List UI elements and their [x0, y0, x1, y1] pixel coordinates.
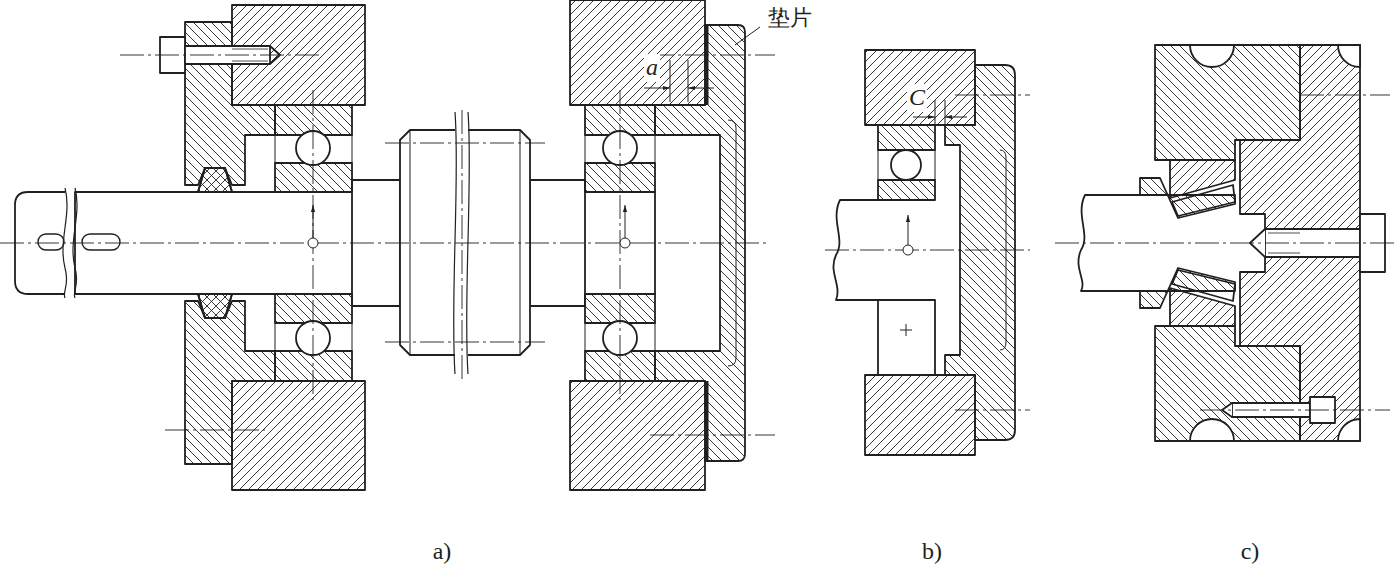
- housing: [232, 381, 365, 490]
- housing: [865, 50, 975, 455]
- felt-seal: [198, 168, 232, 192]
- dimension-label: a: [644, 54, 660, 82]
- view-label: a): [431, 538, 454, 566]
- figure-c: [1055, 45, 1395, 441]
- outline-notch: [1190, 419, 1234, 441]
- outline-notch: [1190, 45, 1234, 67]
- view-label: b): [920, 538, 944, 566]
- figure-a: [0, 0, 775, 490]
- shaft: [82, 234, 120, 250]
- tapered-roller-bearing: [1140, 178, 1235, 218]
- outline-notch: [1338, 419, 1360, 441]
- outline-notch: [1338, 45, 1360, 67]
- center-line: [313, 90, 620, 400]
- dimension-line: [644, 88, 670, 89]
- center-line: [0, 243, 770, 244]
- ball-bearing: [878, 180, 935, 200]
- dimension-label: C: [907, 84, 927, 112]
- dimension-line: [935, 100, 945, 125]
- dimension-line: [945, 117, 967, 118]
- part-label: 垫片: [766, 5, 814, 30]
- ball-bearing: [900, 324, 912, 336]
- leader-line: [735, 27, 760, 45]
- center-line: [1055, 95, 1395, 410]
- ball-bearing: [878, 150, 935, 180]
- felt-seal: [198, 294, 232, 318]
- ball-bearing: [878, 300, 935, 375]
- rotation-mark: [308, 238, 318, 248]
- end-cap: [945, 65, 1015, 440]
- housing: [570, 381, 705, 490]
- center-line: [1055, 95, 1395, 410]
- housing: [865, 375, 975, 455]
- rotation-mark: [903, 245, 913, 255]
- center-line: [825, 95, 1030, 410]
- ball-bearing: [891, 150, 921, 180]
- view-label: c): [1239, 538, 1262, 566]
- ball-bearing: [275, 294, 352, 323]
- ball-bearing: [878, 125, 935, 150]
- housing: [865, 50, 975, 125]
- ball-bearing: [878, 125, 935, 375]
- felt-seal: [198, 168, 232, 192]
- rotation-mark: [625, 205, 626, 238]
- dimension-line: [913, 117, 935, 118]
- center-line: [385, 143, 545, 342]
- ball-bearing: [275, 163, 352, 192]
- center-line: [0, 55, 775, 435]
- felt-seal: [198, 294, 232, 318]
- dimension-line: [670, 60, 688, 102]
- end-cap: [945, 65, 1015, 440]
- rotation-mark: [908, 215, 909, 245]
- rotation-mark: [620, 238, 630, 248]
- rotation-mark: [903, 215, 913, 255]
- center-line: [825, 95, 1030, 410]
- end-cap: [185, 22, 275, 185]
- leader-line: [735, 27, 760, 45]
- rotation-mark: [308, 205, 630, 248]
- center-line: [120, 55, 775, 435]
- shaft: [38, 234, 64, 250]
- tapered-roller-bearing: [1140, 268, 1235, 308]
- bolt: [1222, 214, 1385, 423]
- dimension-line: [688, 88, 714, 89]
- end-cap: [185, 301, 275, 464]
- figure-b: [825, 50, 1030, 455]
- rotation-mark: [313, 205, 314, 238]
- housing: [570, 0, 705, 105]
